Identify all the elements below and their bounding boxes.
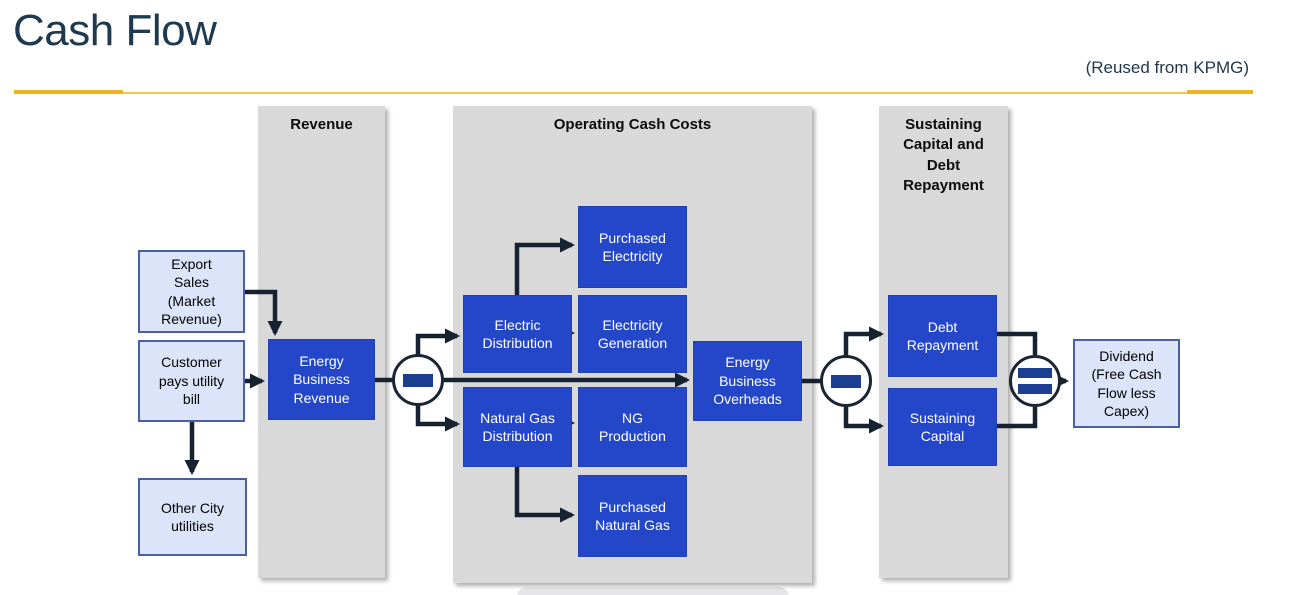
attribution-note: (Reused from KPMG) bbox=[1085, 58, 1249, 77]
node-sustaining-capital: Sustaining Capital bbox=[888, 388, 997, 466]
node-energy-business-revenue: Energy Business Revenue bbox=[268, 339, 375, 420]
title-underline-accent-right bbox=[1187, 90, 1253, 94]
minus-icon bbox=[831, 374, 861, 388]
minus-operator-1 bbox=[392, 354, 444, 406]
node-purchased-electricity: Purchased Electricity bbox=[578, 206, 687, 288]
node-ng-production: NG Production bbox=[578, 387, 687, 467]
cutoff-shape bbox=[517, 587, 789, 595]
node-purchased-natural-gas: Purchased Natural Gas bbox=[578, 475, 687, 557]
node-energy-business-overheads: Energy Business Overheads bbox=[693, 341, 802, 421]
node-dividend: Dividend (Free Cash Flow less Capex) bbox=[1073, 339, 1180, 428]
panel-revenue-title: Revenue bbox=[290, 116, 353, 133]
minus-icon bbox=[403, 373, 433, 387]
node-natural-gas-distribution: Natural Gas Distribution bbox=[463, 387, 572, 467]
node-debt-repayment: Debt Repayment bbox=[888, 295, 997, 377]
node-electricity-generation: Electricity Generation bbox=[578, 295, 687, 373]
arrow-minus1-to-electric-distribution bbox=[415, 328, 461, 356]
equals-icon-bottom-bar bbox=[1018, 384, 1052, 394]
equals-operator bbox=[1009, 355, 1061, 407]
node-electric-distribution: Electric Distribution bbox=[463, 295, 572, 373]
equals-icon-top-bar bbox=[1018, 368, 1052, 378]
arrow-minus2-to-debt bbox=[843, 326, 885, 357]
arrow-minus1-to-gas-distribution bbox=[415, 404, 461, 432]
minus-operator-2 bbox=[820, 355, 872, 407]
title-underline bbox=[14, 92, 1253, 94]
node-export-sales: Export Sales (Market Revenue) bbox=[138, 250, 245, 333]
node-customer-pays-bill: Customer pays utility bill bbox=[138, 340, 245, 422]
node-other-city-utilities: Other City utilities bbox=[138, 478, 247, 556]
panel-operating-title: Operating Cash Costs bbox=[553, 116, 712, 133]
panel-sustaining-title: Sustaining Capital and Debt Repayment bbox=[903, 116, 984, 194]
title-underline-accent-left bbox=[14, 90, 123, 94]
page-title: Cash Flow bbox=[13, 6, 217, 55]
